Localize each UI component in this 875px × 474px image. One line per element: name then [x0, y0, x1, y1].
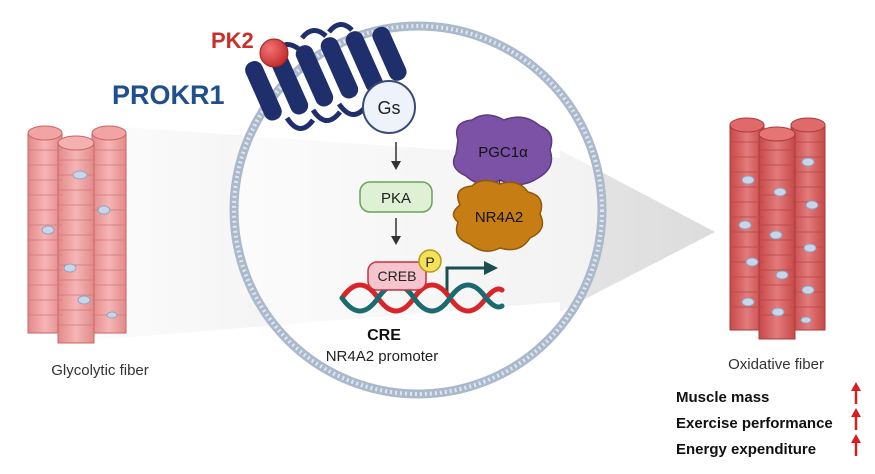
- outcome-muscle-mass: Muscle mass: [676, 389, 769, 406]
- promoter-label: NR4A2 promoter: [326, 348, 439, 365]
- phospho-badge: [418, 249, 442, 273]
- pk2-label: PK2: [211, 28, 254, 53]
- pk2-ligand: [259, 38, 289, 68]
- pka-kinase: [359, 181, 433, 213]
- dna-helix: [339, 282, 505, 314]
- oxidative-fiber-bundle: [729, 117, 826, 340]
- glycolytic-fiber-label: Glycolytic fiber: [51, 362, 149, 379]
- outcome-arrows: [851, 382, 861, 456]
- outcome-energy-expenditure: Energy expenditure: [676, 441, 816, 458]
- creb-factor: [367, 261, 427, 291]
- prokr1-receptor: [245, 22, 407, 131]
- cre-label: CRE: [367, 327, 401, 344]
- nr4a2-receptor: [452, 179, 544, 252]
- up-arrow-icon: [851, 408, 861, 430]
- pathway-arrows: [391, 142, 401, 245]
- pgc1a-coactivator: [452, 114, 553, 186]
- transcription-start-arrow: [445, 261, 498, 296]
- gs-label: Gs: [377, 98, 400, 118]
- fiber-cylinder-left-front: [57, 135, 95, 344]
- oxidative-fiber-label: Oxidative fiber: [728, 356, 824, 373]
- nr4a2-label: NR4A2: [475, 209, 523, 226]
- fiber-cylinder-left-right: [91, 125, 127, 334]
- fiber-striations-right: [730, 141, 825, 316]
- gs-protein: [362, 80, 416, 134]
- mitochondria-right: [738, 157, 819, 324]
- fiber-striations-left: [28, 149, 126, 326]
- phospho-label: P: [425, 254, 434, 270]
- pgc1a-label: PGC1α: [478, 144, 528, 161]
- creb-label: CREB: [378, 268, 417, 284]
- fiber-cylinder-right-right: [790, 117, 826, 331]
- up-arrow-icon: [851, 382, 861, 404]
- prokr1-label: PROKR1: [112, 80, 225, 110]
- pka-label: PKA: [381, 190, 411, 207]
- outcome-exercise-performance: Exercise performance: [676, 415, 833, 432]
- mitochondria-left: [41, 170, 118, 319]
- up-arrow-icon: [851, 434, 861, 456]
- glycolytic-fiber-bundle: [27, 125, 127, 344]
